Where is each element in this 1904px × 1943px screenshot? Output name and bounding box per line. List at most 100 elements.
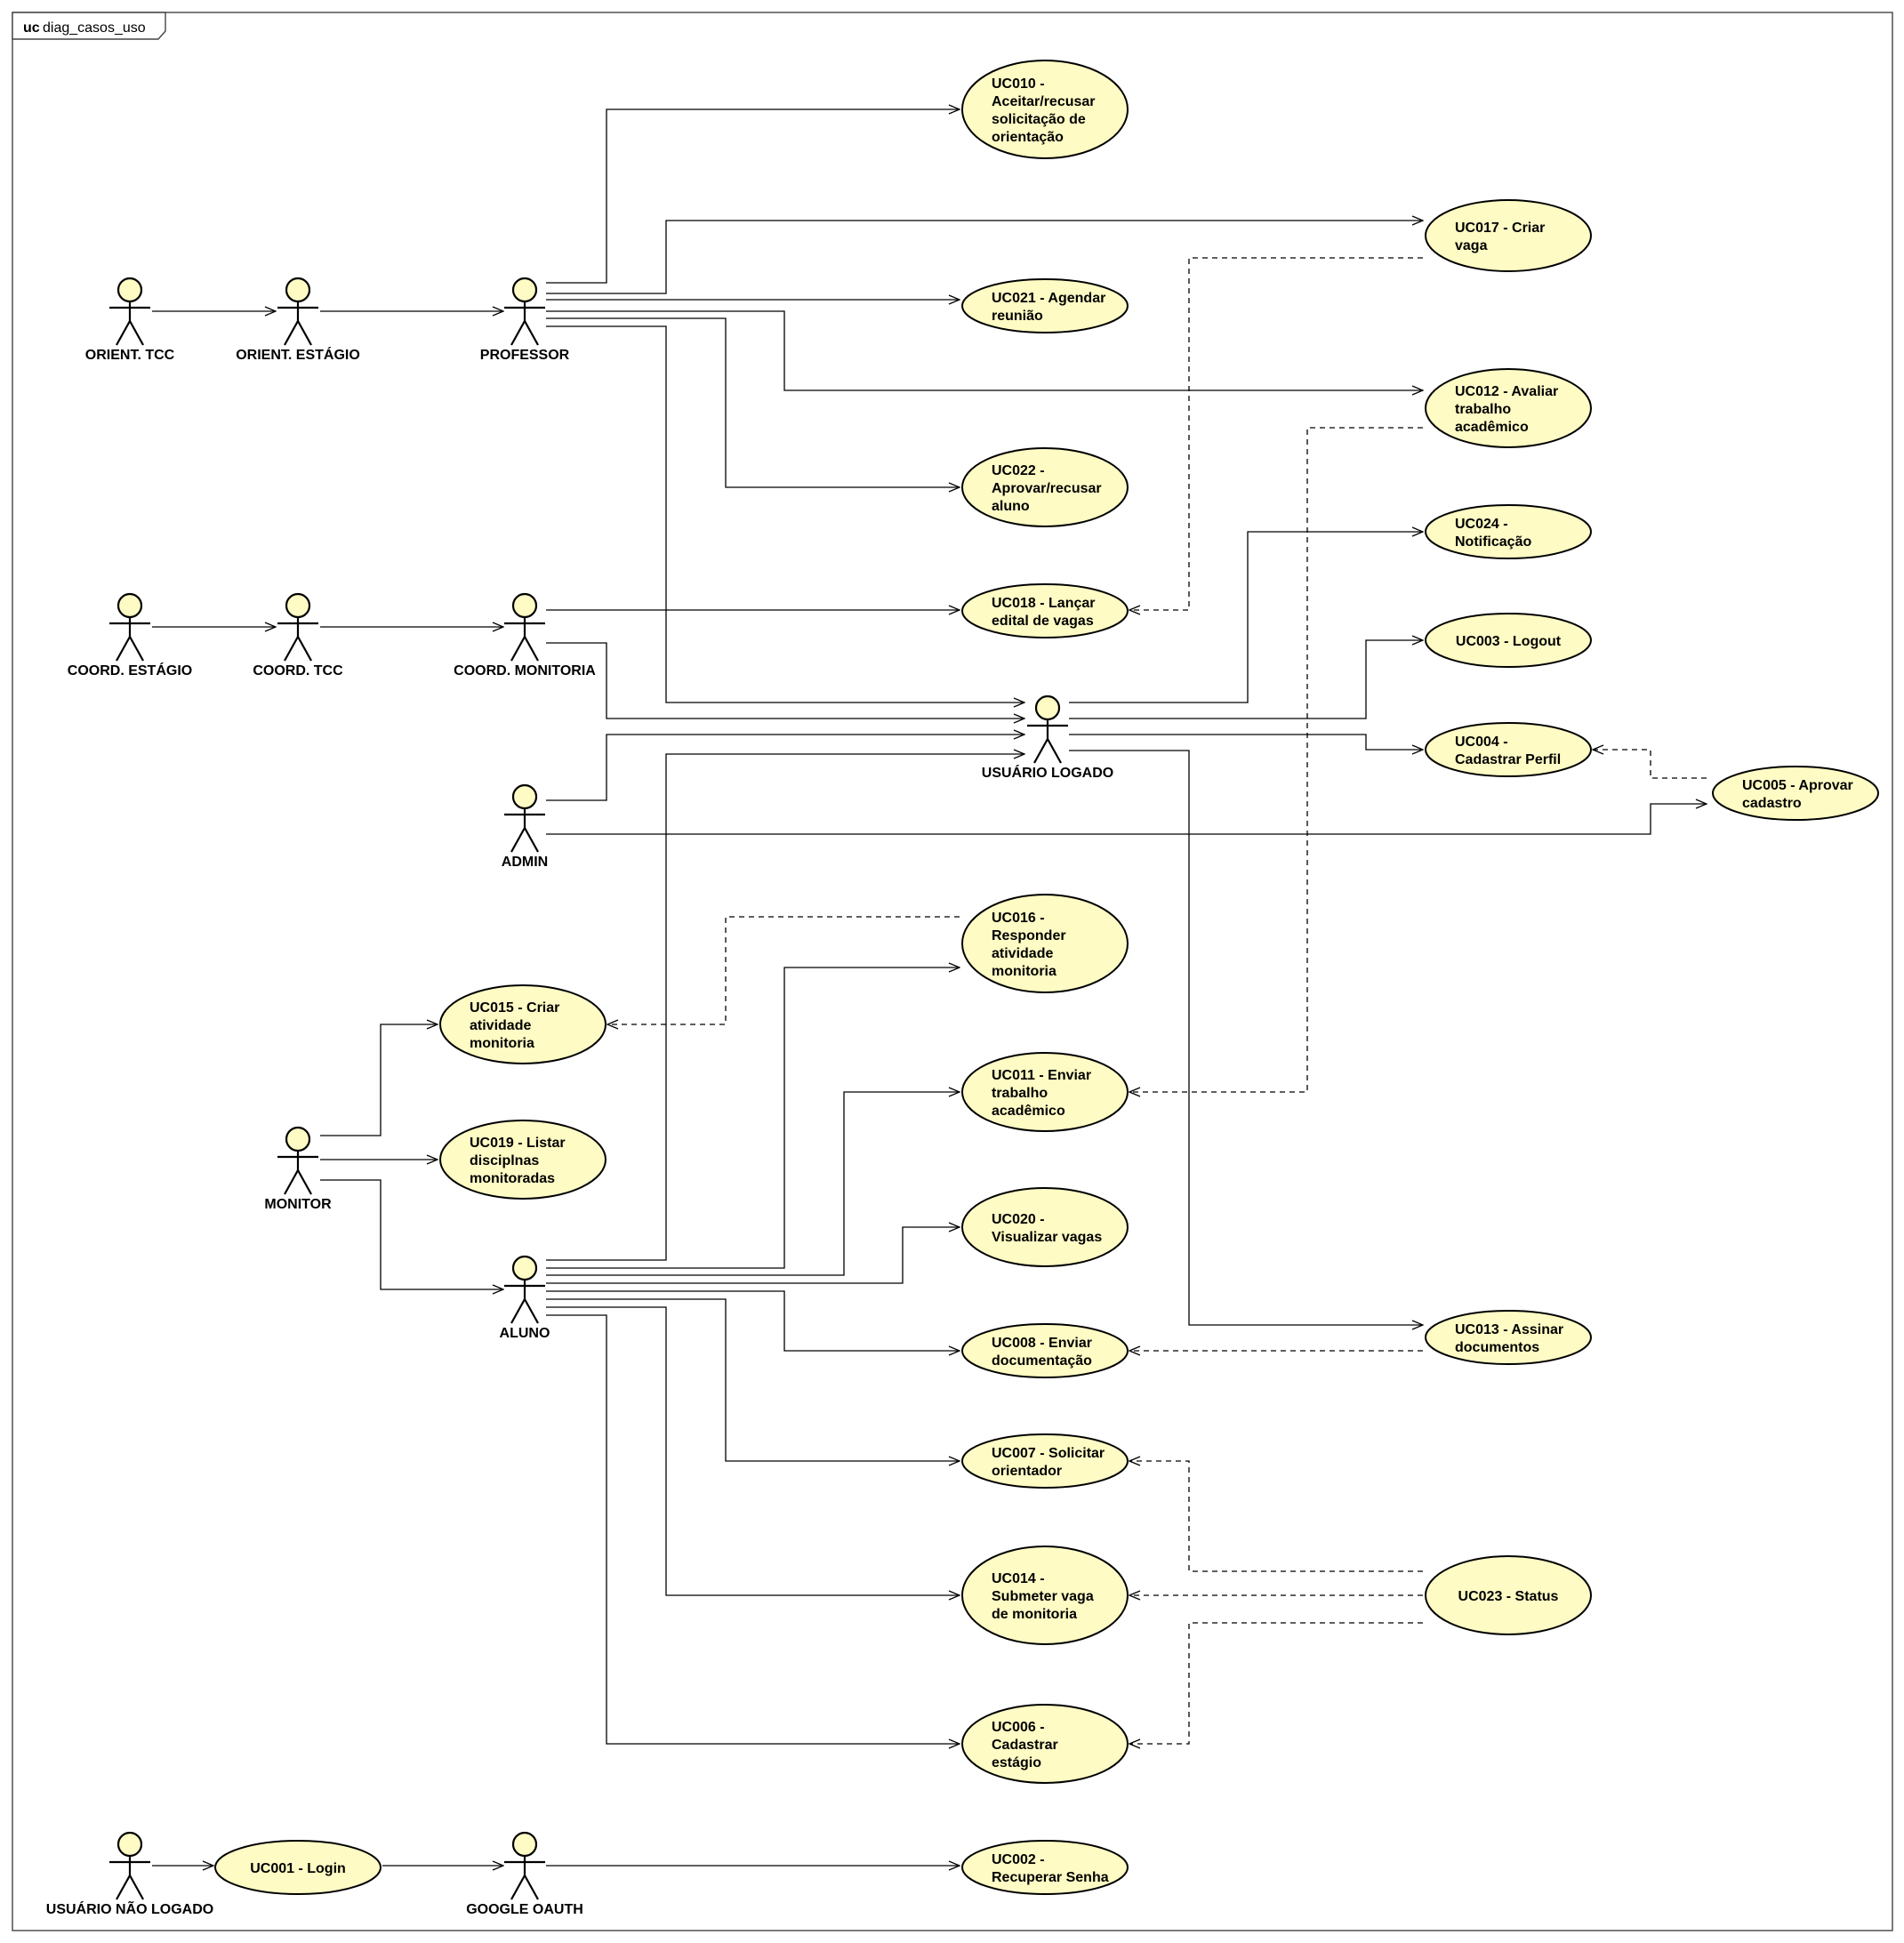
association-line [546, 804, 1707, 835]
diagram-frame [12, 12, 1893, 1931]
use-case-ellipse [961, 447, 1129, 527]
use-case-label: monitoradas [470, 1171, 555, 1186]
actor-usuario-logado[interactable]: USUÁRIO LOGADO [982, 695, 1113, 781]
association-line [546, 1306, 960, 1595]
actor-coord-monitoria[interactable]: COORD. MONITORIA [454, 592, 596, 678]
use-case-label: trabalho [992, 1086, 1048, 1101]
actor-leg [129, 320, 144, 346]
association-line [1069, 640, 1423, 719]
use-case-ellipse [1425, 504, 1592, 559]
actor-admin[interactable]: ADMIN [502, 783, 548, 870]
use-case-label: Aceitar/recusar [992, 94, 1096, 109]
actor-leg [524, 1875, 539, 1900]
actor-leg [510, 1875, 526, 1900]
use-case-label: UC024 - [1455, 517, 1508, 532]
actor-head [511, 277, 538, 303]
actor-leg [297, 636, 312, 662]
use-case-uc024[interactable]: UC024 - Notificação [1425, 504, 1592, 559]
actor-google-oauth[interactable]: GOOGLE OAUTH [466, 1831, 583, 1917]
use-case-label: UC015 - Criar [470, 1000, 559, 1016]
use-case-label: UC012 - Avaliar [1455, 384, 1558, 399]
actor-leg [284, 636, 299, 662]
actor-usuario-nao-logado[interactable]: USUÁRIO NÃO LOGADO [46, 1831, 213, 1917]
use-case-ellipse [961, 1704, 1129, 1784]
use-case-label: reunião [992, 309, 1043, 324]
use-case-label: estágio [992, 1755, 1041, 1770]
use-case-label: Visualizar vagas [992, 1230, 1102, 1245]
actor-orient-estagio[interactable]: ORIENT. ESTÁGIO [236, 277, 360, 363]
use-case-label: acadêmico [992, 1104, 1065, 1119]
use-case-uc023[interactable]: UC023 - Status [1425, 1555, 1592, 1635]
use-case-ellipse [961, 1187, 1129, 1267]
actor-aluno[interactable]: ALUNO [500, 1255, 550, 1341]
use-case-label: Notificação [1455, 534, 1531, 550]
actor-leg [297, 1169, 312, 1195]
use-case-ellipse [214, 1840, 382, 1895]
use-case-uc004[interactable]: UC004 -Cadastrar Perfil [1425, 722, 1592, 777]
use-case-uc020[interactable]: UC020 - Visualizar vagas [961, 1187, 1129, 1267]
use-case-ellipse [961, 583, 1129, 638]
actor-label: ORIENT. ESTÁGIO [236, 346, 360, 363]
actor-label: COORD. ESTÁGIO [68, 662, 192, 678]
actor-leg [129, 1875, 144, 1900]
actor-professor[interactable]: PROFESSOR [480, 277, 570, 363]
use-case-ellipse [961, 1840, 1129, 1895]
association-line [1069, 532, 1423, 703]
actor-label: COORD. MONITORIA [454, 663, 596, 678]
use-case-label: Cadastrar [992, 1738, 1058, 1753]
use-case-label: UC022 - [992, 463, 1045, 478]
association-line [546, 735, 1024, 801]
association-line [546, 967, 960, 1269]
use-case-label: atividade [470, 1018, 531, 1033]
use-case-label: Recuperar Senha [992, 1870, 1109, 1885]
actor-monitor[interactable]: MONITOR [264, 1126, 332, 1212]
actor-coord-estagio[interactable]: COORD. ESTÁGIO [68, 592, 192, 678]
use-case-uc002[interactable]: UC002 -Recuperar Senha [961, 1840, 1129, 1895]
use-case-uc001[interactable]: UC001 - Login [214, 1840, 382, 1895]
actor-orient-tcc[interactable]: ORIENT. TCC [85, 277, 175, 363]
use-case-label: UC017 - Criar [1455, 221, 1545, 236]
actor-leg [510, 320, 526, 346]
association-line [1069, 734, 1423, 750]
use-case-label: UC004 - [1455, 735, 1508, 750]
use-case-ellipse [961, 1052, 1129, 1132]
dependency-line [1129, 257, 1423, 610]
actor-coord-tcc[interactable]: COORD. TCC [253, 592, 343, 678]
actor-head [511, 783, 538, 810]
actor-label: ADMIN [502, 855, 548, 870]
use-case-label: trabalho [1455, 402, 1511, 417]
frame-keyword: uc [23, 20, 40, 36]
dependency-line [1593, 750, 1707, 779]
use-case-label: edital de vagas [992, 614, 1094, 629]
association-line [546, 754, 1024, 1261]
actor-leg [524, 636, 539, 662]
actor-head [116, 277, 143, 303]
use-case-uc017[interactable]: UC017 - Criar vaga [1425, 199, 1592, 272]
actor-head [511, 1255, 538, 1281]
use-case-label: UC020 - [992, 1212, 1045, 1227]
association-line [546, 1314, 960, 1744]
frame-name: diag_casos_uso [43, 20, 146, 36]
association-line [546, 325, 1024, 703]
use-case-ellipse [1425, 368, 1592, 448]
actor-leg [524, 320, 539, 346]
use-case-uc003[interactable]: UC003 - Logout [1425, 613, 1592, 668]
use-case-ellipse [961, 1433, 1129, 1489]
use-case-label: vaga [1455, 238, 1488, 253]
actor-head [116, 592, 143, 619]
